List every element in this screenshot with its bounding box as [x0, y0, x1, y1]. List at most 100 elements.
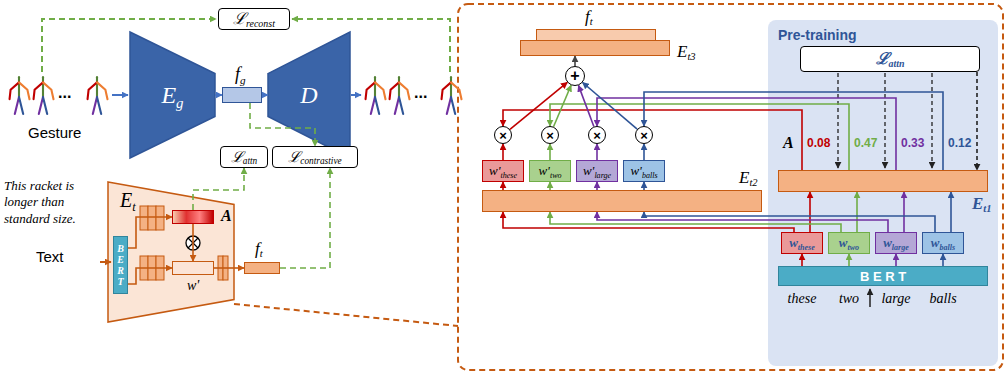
feature-vector: fg	[222, 87, 262, 103]
attention-weight: 0.12	[947, 137, 972, 151]
connector	[128, 268, 172, 284]
word-vector: wthese	[781, 232, 823, 254]
text-group: wlarge	[883, 236, 909, 249]
node-label: ℒ	[288, 149, 300, 165]
ellipsis: ...	[414, 84, 427, 102]
connector	[510, 82, 567, 129]
node-label: +	[570, 67, 579, 84]
loss-box: ℒcontrastive	[272, 146, 358, 168]
text-group: Et2	[739, 169, 758, 186]
connector	[550, 212, 841, 232]
subscript: g	[176, 95, 183, 111]
word-vector: w'these	[482, 160, 524, 182]
text-group: A	[221, 208, 232, 224]
node-label: w	[839, 235, 848, 250]
word-vector: w'balls	[623, 160, 665, 182]
text-group: ft	[255, 240, 263, 257]
text-group: Pre-training	[778, 28, 857, 42]
subscript: t3	[687, 51, 695, 62]
node-label: E	[161, 82, 176, 108]
node-label: Pre-training	[778, 27, 857, 43]
reconst-leader	[292, 19, 450, 72]
connector	[214, 267, 244, 269]
subscript: contrastive	[300, 156, 341, 166]
connector	[583, 82, 638, 129]
encoder-trapezoid: Eg	[130, 32, 215, 158]
attention-vector: A	[172, 210, 214, 224]
loss-box: ℒattn	[800, 46, 980, 72]
connector	[502, 144, 504, 160]
connector	[262, 94, 268, 96]
attention-weight: 0.08	[806, 137, 831, 151]
connector	[549, 182, 551, 190]
text-group: ft	[585, 8, 593, 25]
subscript: balls	[642, 171, 658, 180]
word-vector: w'	[172, 261, 214, 275]
node-label: f	[255, 239, 260, 258]
input-word: large	[881, 291, 910, 307]
multiply-node: ×	[635, 126, 653, 144]
node-label: E	[972, 194, 983, 213]
input-word: balls	[929, 291, 956, 307]
connector	[193, 168, 244, 210]
connector	[280, 168, 330, 268]
caption-label: Gesture	[28, 124, 81, 141]
connector	[942, 254, 944, 266]
caption-label: Text	[36, 248, 64, 265]
node-label: f	[585, 7, 590, 26]
input-arrow	[869, 289, 871, 307]
ellipsis: ...	[58, 84, 71, 102]
stacked-layer	[536, 29, 656, 41]
text-group: w'large	[583, 164, 611, 177]
multiply-node: ×	[494, 126, 512, 144]
text-group: ℒattn	[876, 51, 905, 67]
subscript: large	[594, 171, 611, 180]
connector	[643, 144, 645, 160]
decoder-trapezoid: D	[268, 32, 350, 158]
loss-box: ℒreconst	[218, 8, 290, 30]
multiply-node: ×	[588, 126, 606, 144]
node-label: w'	[583, 163, 594, 178]
text-group: Et3	[677, 43, 696, 60]
zoom-leader	[234, 304, 458, 326]
connector	[503, 212, 794, 232]
connector	[643, 182, 645, 190]
text-group: w'two	[538, 164, 561, 177]
word-vector: wtwo	[828, 232, 870, 254]
node-label: ×	[640, 128, 648, 143]
node-label: w'	[630, 163, 641, 178]
node-label: D	[300, 82, 317, 108]
input-word: two	[839, 291, 859, 307]
sum-node: +	[565, 66, 585, 86]
node-label: w	[931, 235, 940, 250]
multiply-node: ×	[541, 126, 559, 144]
word-vector: wballs	[922, 232, 964, 254]
encoder-trapezoid: EtBERTAw'	[108, 182, 234, 322]
text-group: ×	[499, 129, 507, 142]
text-group: ×	[546, 129, 554, 142]
subscript: these	[798, 243, 815, 252]
encoder-block: Et2	[482, 190, 762, 212]
subscript: reconst	[246, 18, 275, 29]
node-label: E	[677, 42, 687, 61]
input-arrow	[112, 94, 128, 96]
pretraining-panel: Pre-trainingℒattnEt1wthesewtwowlargewbal…	[768, 20, 998, 366]
connector	[597, 212, 888, 232]
text-group: w'these	[489, 164, 517, 177]
attention-symbol: A	[783, 134, 794, 152]
node-label: BERT	[116, 243, 126, 287]
subscript: t2	[749, 177, 757, 188]
node-label: ℒ	[231, 149, 243, 165]
loss-box: ℒattn	[220, 146, 268, 168]
node-label: ℒ	[233, 10, 246, 27]
bert-block: B E R T	[778, 266, 988, 286]
subscript: these	[500, 171, 517, 180]
node-label: ×	[593, 128, 601, 143]
subscript: balls	[940, 243, 956, 252]
text-group: ℒcontrastive	[288, 150, 341, 165]
connector	[192, 224, 194, 261]
subscript: large	[892, 243, 909, 252]
node-label: A	[221, 207, 232, 224]
encoder-block: Et1	[778, 170, 988, 192]
